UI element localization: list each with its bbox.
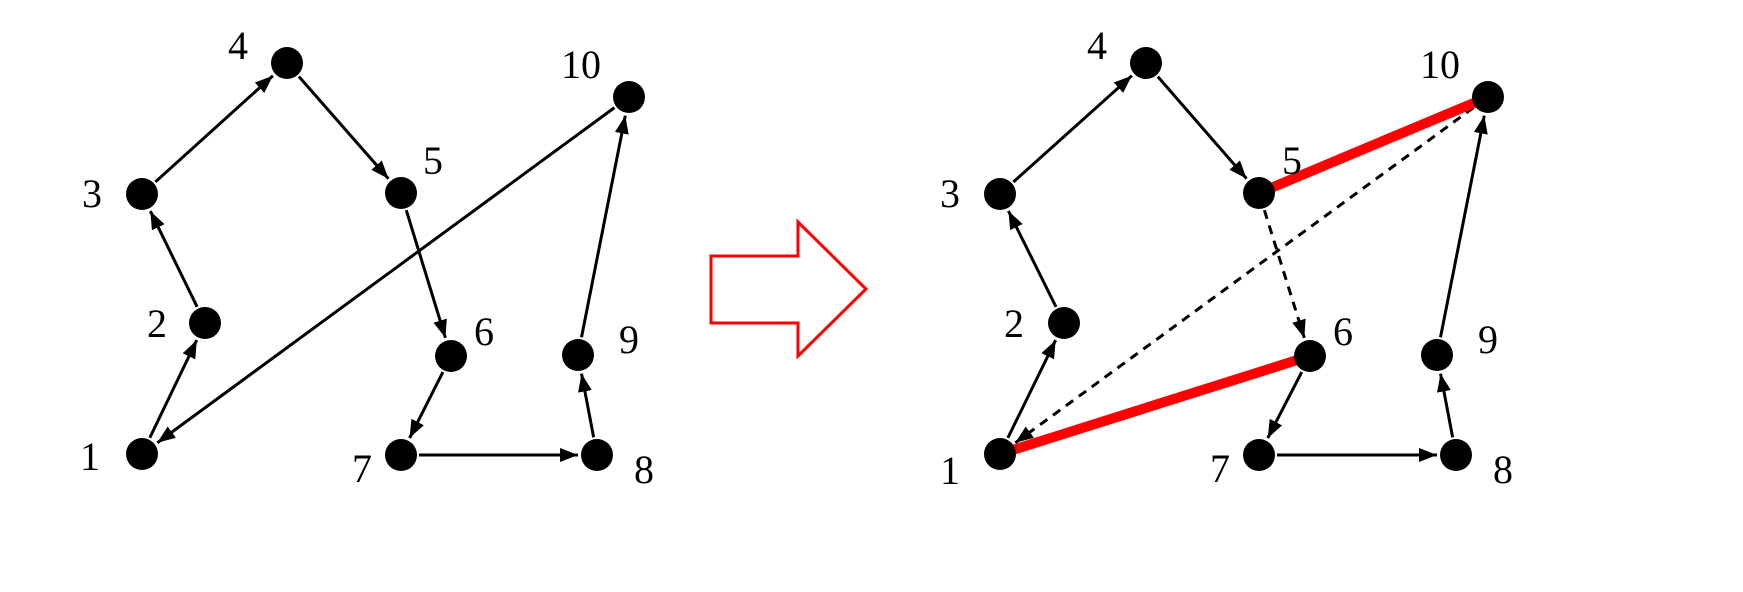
- left-node-10: [613, 81, 645, 113]
- left-edge-1-2: [148, 339, 199, 439]
- right-node-label-8: 8: [1493, 447, 1513, 492]
- right-node-2: [1048, 307, 1080, 339]
- left-edge-10-1: [156, 106, 616, 444]
- left-edge-6-7: [408, 371, 445, 439]
- right-node-label-3: 3: [940, 171, 960, 216]
- left-edge-4-5: [297, 75, 390, 180]
- right-graph-edges: [1006, 74, 1488, 462]
- right-node-10: [1472, 81, 1504, 113]
- right-edge-8-9: [1437, 373, 1455, 438]
- left-edge-2-3: [148, 210, 199, 308]
- left-node-2: [189, 307, 221, 339]
- left-edge-5-6: [404, 209, 447, 339]
- left-node-5: [385, 177, 417, 209]
- right-node-9: [1421, 339, 1453, 371]
- right-node-label-2: 2: [1004, 301, 1024, 346]
- right-node-label-10: 10: [1420, 42, 1460, 87]
- left-node-8: [581, 439, 613, 471]
- left-node-4: [271, 47, 303, 79]
- right-edge-10-1: [1014, 106, 1475, 444]
- left-node-1: [126, 438, 158, 470]
- right-node-label-6: 6: [1333, 309, 1353, 354]
- right-node-7: [1243, 439, 1275, 471]
- right-graph-nodes: 1 2 3 4 5 6 7 8 9 10: [940, 23, 1513, 493]
- right-edge-1-6-highlight: [1006, 353, 1304, 457]
- right-node-label-5: 5: [1282, 138, 1302, 183]
- right-edge-3-4: [1012, 74, 1133, 184]
- left-node-label-5: 5: [423, 138, 443, 183]
- right-edge-6-7: [1266, 371, 1304, 439]
- right-edge-5-6: [1262, 209, 1306, 339]
- right-node-label-9: 9: [1478, 317, 1498, 362]
- right-node-5: [1243, 177, 1275, 209]
- right-node-3: [984, 178, 1016, 210]
- right-node-4: [1130, 47, 1162, 79]
- left-edge-9-10: [580, 115, 629, 338]
- right-edge-4-5: [1156, 75, 1248, 180]
- right-node-label-4: 4: [1087, 23, 1107, 68]
- right-node-8: [1440, 439, 1472, 471]
- left-node-label-1: 1: [80, 434, 100, 479]
- hollow-right-arrow-icon: [709, 218, 869, 360]
- left-node-9: [562, 339, 594, 371]
- left-node-6: [435, 340, 467, 372]
- left-node-label-8: 8: [634, 447, 654, 492]
- left-graph: 1 2 3 4 5 6 7 8 9 10: [80, 23, 654, 492]
- right-edge-9-10: [1439, 115, 1488, 338]
- left-node-label-9: 9: [619, 317, 639, 362]
- left-edge-3-4: [154, 74, 274, 184]
- right-node-1: [984, 438, 1016, 470]
- left-graph-nodes: 1 2 3 4 5 6 7 8 9 10: [80, 23, 654, 492]
- left-node-label-7: 7: [352, 446, 372, 491]
- left-node-label-10: 10: [561, 42, 601, 87]
- right-edge-5-10-highlight: [1264, 95, 1483, 195]
- right-edge-1-2: [1006, 339, 1058, 439]
- left-node-label-3: 3: [82, 171, 102, 216]
- right-node-6: [1294, 340, 1326, 372]
- right-graph: 1 2 3 4 5 6 7 8 9 10: [940, 23, 1513, 493]
- left-node-label-6: 6: [474, 309, 494, 354]
- left-graph-edges: [148, 74, 629, 462]
- right-node-label-1: 1: [940, 448, 960, 493]
- right-node-label-7: 7: [1210, 446, 1230, 491]
- left-node-7: [385, 439, 417, 471]
- left-edge-8-9: [578, 373, 596, 438]
- left-node-label-4: 4: [228, 23, 248, 68]
- left-node-3: [126, 178, 158, 210]
- right-edge-2-3: [1007, 210, 1058, 308]
- left-node-label-2: 2: [147, 301, 167, 346]
